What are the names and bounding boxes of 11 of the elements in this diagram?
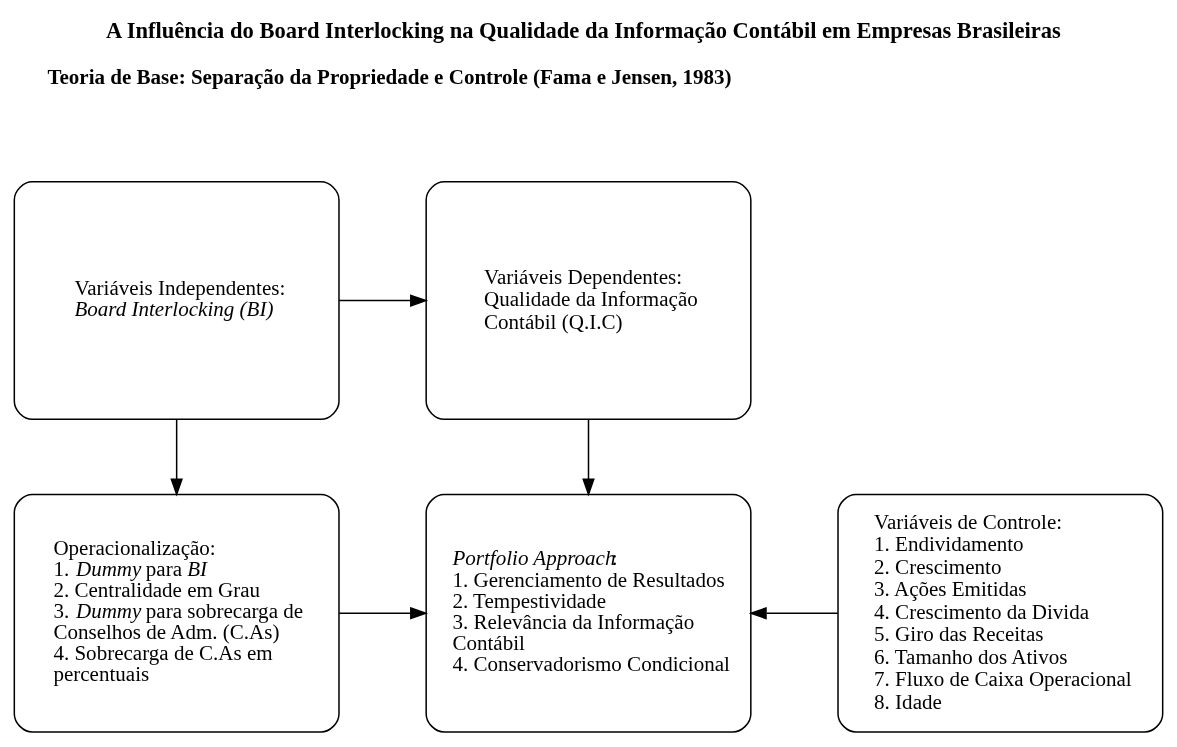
arrow [748,606,839,620]
arrow [338,294,429,307]
node-box: Variáveis Dependentes: Qualidade da Informação Contábil (Q.I.C) [425,181,752,421]
node-box: Variáveis Independentes: Board Interlocking (BI) [13,181,340,421]
node-box: Operacionalização: 1. Dummy para BI 2. Centralidade em Grau 3. Dummy para sobrecarga de Conselhos de Adm. (C.As) 4. Sobrecarga de C.As em percentuais [13,493,340,733]
node-box: Variáveis de Controle: 1. Endividamento 2. Crescimento 3. Ações Emitidas 4. Crescimento da Divida 5. Giro das Receitas 6. Tamanho dos Ativos 7. Fluxo de Caixa Operacional 8. Idade [837,493,1164,733]
arrow [582,418,595,497]
label: Teoria de Base: Separação da Propriedade e Controle (Fama e Jensen, 1983) [47,64,732,89]
diagram-title: A Influência do Board Interlocking na Qualidade da Informação Contábil em Empresas Brasileiras [106,17,1061,43]
arrow [338,606,429,620]
arrow [170,418,183,497]
